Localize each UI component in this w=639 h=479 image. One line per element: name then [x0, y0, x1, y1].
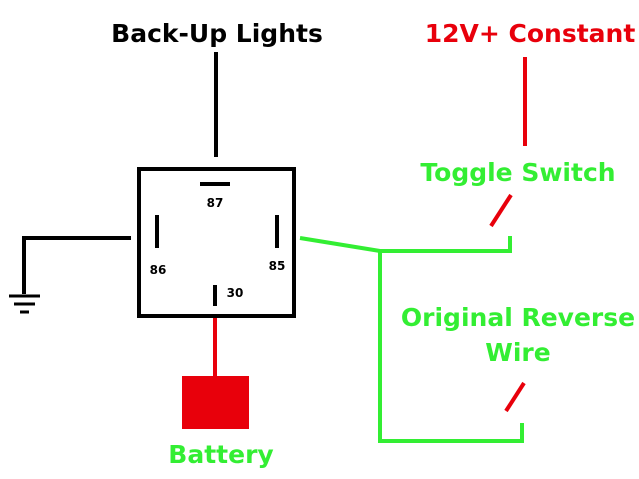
ground-icon — [9, 294, 40, 314]
battery-label: Battery — [168, 440, 273, 469]
relay-pin-85-label: 85 — [269, 259, 286, 273]
toggle-switch-label: Toggle Switch — [420, 158, 615, 187]
original-reverse-wire — [378, 251, 524, 443]
back-up-lights-label: Back-Up Lights — [111, 19, 323, 48]
relay-85-trigger-wire — [299, 236, 512, 253]
relay-pin-30-label: 30 — [227, 286, 244, 300]
original-reverse-wire-label-line1: Original Reverse — [401, 303, 635, 332]
relay-pin-86-label: 86 — [150, 263, 167, 277]
relay-pin-87-label: 87 — [207, 196, 224, 210]
battery-icon — [182, 376, 249, 429]
toggle-switch-lever — [489, 193, 513, 228]
original-reverse-wire-label-line2: Wire — [485, 338, 550, 367]
original-reverse-switch-lever — [504, 381, 526, 413]
ground-wire — [22, 236, 131, 294]
constant-12v-label: 12V+ Constant — [425, 19, 636, 48]
